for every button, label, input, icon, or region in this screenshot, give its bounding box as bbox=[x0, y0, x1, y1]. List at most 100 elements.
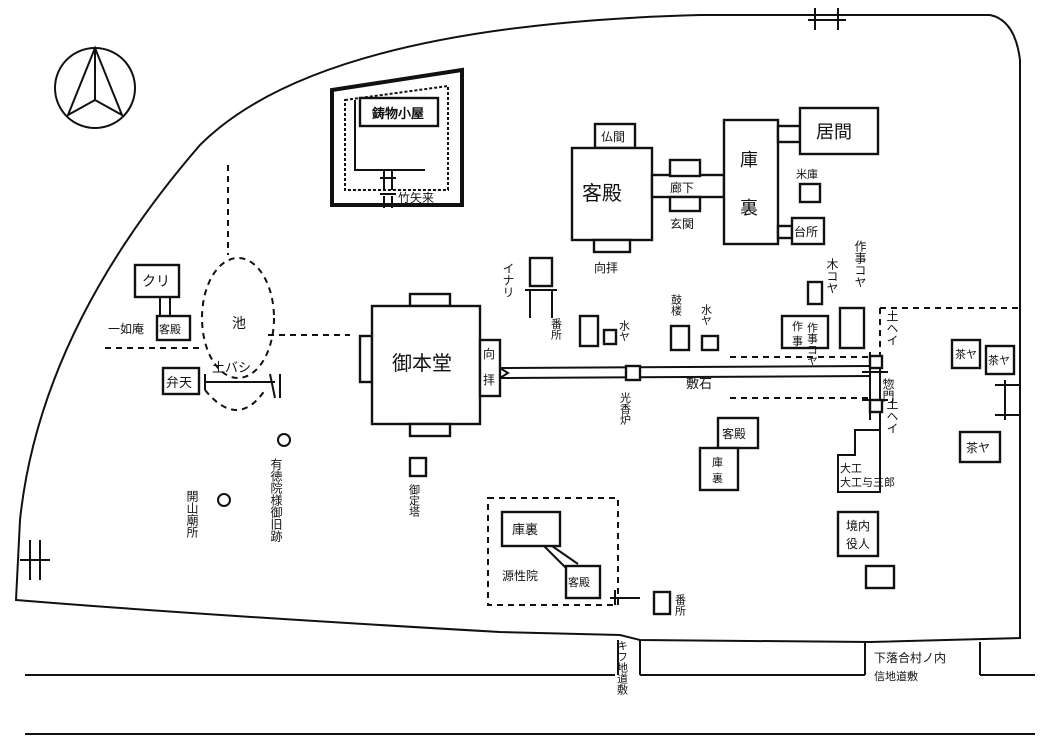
chaya-2-label: 茶ヤ bbox=[988, 354, 1010, 367]
kyakuden-ichinyo-label: 客殿 bbox=[159, 322, 181, 336]
sakuji-koya-1-label: 作事コヤ bbox=[853, 240, 867, 288]
ichinyoan-label: 一如庵 bbox=[108, 321, 144, 336]
kori-main-label-1: 庫 bbox=[740, 150, 758, 171]
kohai-hondo-label-1: 向 bbox=[483, 346, 495, 361]
kori-east-box bbox=[698, 446, 740, 492]
genkan-label: 玄関 bbox=[670, 216, 694, 231]
shoro-box bbox=[669, 324, 691, 352]
gohondo-left-box bbox=[358, 334, 374, 384]
keidai-yakunin-label-2: 役人 bbox=[846, 536, 870, 551]
chaya-1-label: 茶ヤ bbox=[955, 348, 977, 361]
genshoin-label: 源性院 bbox=[502, 569, 538, 583]
kyakuden-gensho-label: 客殿 bbox=[568, 575, 590, 589]
ki-koya-label: 木コヤ bbox=[825, 258, 839, 294]
shikiishi-label: 敷石 bbox=[686, 377, 712, 392]
inari-label: イナリ bbox=[501, 262, 515, 298]
gate-mark-bottom bbox=[610, 590, 640, 605]
kori-main-box bbox=[722, 118, 780, 246]
chaya-3-label: 茶ヤ bbox=[966, 440, 990, 455]
sakuji-koya-2-label-2: 事 bbox=[792, 335, 803, 348]
benten-box bbox=[161, 366, 201, 396]
daiku-label-1: 大工 bbox=[840, 461, 862, 475]
sakuji-koya-2-box bbox=[780, 314, 830, 350]
gate-mark-left bbox=[20, 540, 50, 580]
dohei-lower-label: 土ヘイ bbox=[885, 398, 899, 434]
mizuya-1-box bbox=[602, 328, 618, 346]
kori-east-label-2: 裏 bbox=[712, 471, 723, 485]
gohondo-top-box bbox=[408, 292, 452, 308]
somon-post-bottom bbox=[868, 398, 884, 414]
koro-label: 光香炉 bbox=[619, 391, 632, 426]
butsuma-box bbox=[593, 122, 637, 150]
small-east-box bbox=[864, 564, 896, 590]
ima-label: 居間 bbox=[816, 122, 852, 143]
kohai-main-box bbox=[592, 238, 632, 254]
daidokoro-label: 台所 bbox=[794, 224, 818, 239]
utokuin-marker bbox=[277, 433, 291, 447]
sakuji-koya-1-box bbox=[838, 306, 866, 350]
mizuya-1-label: 水ヤ bbox=[618, 320, 631, 342]
benten-label: 弁天 bbox=[166, 376, 192, 391]
inari-box bbox=[528, 256, 554, 288]
somon-label: 惣門 bbox=[881, 377, 895, 402]
casting-hut-enclosure bbox=[330, 67, 464, 208]
kohai-hondo-label-2: 拝 bbox=[483, 373, 495, 387]
kori-gensho-label: 庫裏 bbox=[512, 523, 538, 538]
shinchi-label: 信地道敷 bbox=[874, 669, 918, 683]
mizuya-2-box bbox=[700, 334, 720, 352]
keidai-yakunin-box bbox=[836, 510, 880, 558]
bansho-2-label: 番所 bbox=[674, 594, 687, 617]
bansho-2-box bbox=[652, 590, 672, 616]
bansho-1-label: 番所 bbox=[550, 318, 563, 341]
komegura-label: 米庫 bbox=[796, 167, 818, 181]
imono-koya-box bbox=[358, 96, 440, 128]
gohondo-label: 御本堂 bbox=[392, 351, 452, 375]
kori-gensho-box bbox=[500, 510, 562, 548]
sakuji-koya-2-label: 作事コヤ bbox=[806, 322, 819, 366]
kohai-main-label: 向拝 bbox=[594, 260, 618, 275]
shimo-ochiai-label: 下落合村ノ内 bbox=[874, 650, 946, 665]
kyakuden-gensho-box bbox=[564, 564, 602, 600]
daidokoro-link-box bbox=[776, 224, 794, 240]
precinct-boundary bbox=[14, 14, 1021, 644]
kori-main-label-2: 裏 bbox=[740, 198, 758, 219]
kaisan-marker bbox=[217, 493, 231, 507]
gohondo-box bbox=[370, 304, 482, 426]
pond-lower bbox=[204, 389, 266, 411]
side-road-kifu bbox=[617, 640, 641, 675]
roka-upper-box bbox=[668, 158, 702, 178]
kaisan-label: 開山廟所 bbox=[185, 490, 199, 538]
butsuma-label: 仏間 bbox=[601, 130, 625, 144]
dobashi-label: 土バシ bbox=[212, 361, 251, 376]
roka-label: 廊下 bbox=[670, 180, 694, 195]
bansho-1-box bbox=[578, 314, 600, 348]
kuri-box bbox=[133, 263, 181, 299]
mizuya-2-label: 水ヤ bbox=[700, 304, 713, 326]
sakuji-koya-2-label-1: 作 bbox=[792, 320, 803, 333]
somon-post-top bbox=[868, 354, 884, 370]
gate-mark-right bbox=[995, 380, 1020, 420]
utokuin-label: 有徳院様御旧跡 bbox=[269, 458, 283, 543]
daidokoro-box bbox=[790, 216, 826, 246]
daiku-label: 大工与三郎 bbox=[840, 475, 895, 489]
chaya-2-box bbox=[984, 344, 1016, 376]
gohondo-bottom-box bbox=[408, 422, 452, 438]
ima-link-box bbox=[776, 124, 802, 144]
side-road-shinchi bbox=[864, 642, 981, 675]
kyakuden-main-label: 客殿 bbox=[582, 181, 622, 205]
gojo-to-box bbox=[408, 456, 428, 478]
kyakuden-ichinyo-box bbox=[155, 314, 192, 342]
kuri-label: クリ bbox=[142, 274, 170, 290]
keidai-yakunin-label-1: 境内 bbox=[846, 518, 870, 533]
koro-box bbox=[624, 364, 642, 382]
komegura-box bbox=[798, 182, 822, 204]
ima-box bbox=[798, 106, 880, 156]
ike-label: 池 bbox=[232, 316, 246, 332]
ki-koya-box bbox=[806, 280, 824, 306]
imono-koya-label: 鋳物小屋 bbox=[372, 106, 424, 122]
shoro-label: 鼓楼 bbox=[670, 293, 683, 317]
kori-east-label-1: 庫 bbox=[712, 455, 723, 469]
chaya-3-box bbox=[958, 430, 1002, 464]
dohei-upper-label: 土ヘイ bbox=[885, 310, 899, 346]
